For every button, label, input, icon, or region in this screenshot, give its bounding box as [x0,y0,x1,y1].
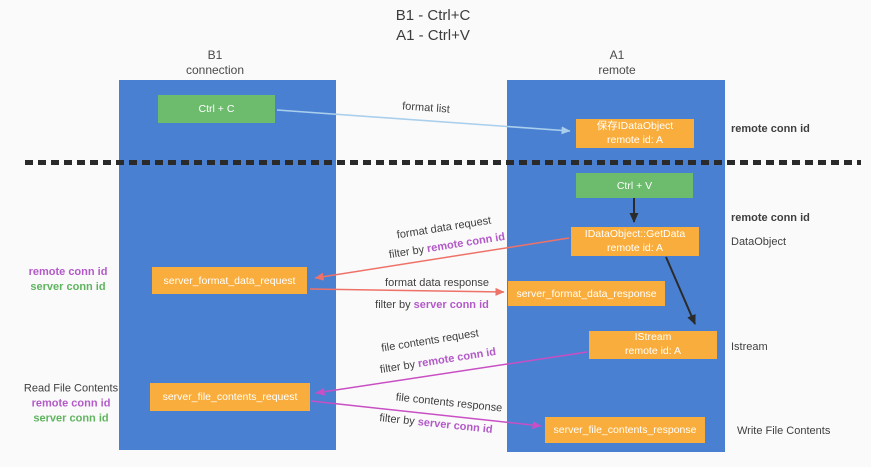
server-conn-id-text: server conn id [413,299,489,311]
ctrl-v-box: Ctrl + V [576,173,693,198]
istream-line1: IStream [634,331,672,344]
lifeline-b1-name: B1 [207,48,223,62]
idataobject-getdata-box: IDataObject::GetData remote id: A [571,227,699,256]
format-list-label: format list [401,100,451,116]
filter-by-text: filter by [379,358,420,377]
filter-by-text: filter by [388,243,429,262]
ctrl-c-box: Ctrl + C [158,95,275,123]
format-data-response-arrow [309,287,505,296]
server-format-data-request-label: server_format_data_request [163,274,296,287]
write-file-contents-label: Write File Contents [737,425,831,437]
left-format-conn-ids: remote conn id server conn id [29,265,108,295]
server-file-contents-request-box: server_file_contents_request [150,383,310,411]
istream-box: IStream remote id: A [589,331,717,359]
lifeline-header-b1: B1 connection [186,48,244,78]
server-conn-id-label: server conn id [33,412,109,425]
file-contents-response-label: file contents response [395,391,503,415]
remote-conn-id-label: remote conn id [31,397,111,410]
server-format-data-response-box: server_format_data_response [508,281,665,306]
right-getdata-conn-id-label: remote conn id [731,212,810,224]
server-conn-id-label: server conn id [30,281,106,293]
remote-conn-id-label: remote conn id [28,266,108,279]
filter-by-text: filter by [378,412,419,429]
ctrl-v-label: Ctrl + V [616,179,653,192]
format-data-response-label: format data response [385,277,489,289]
save-idataobject-line1: 保存IDataObject [596,119,674,132]
dataobject-label: DataObject [731,236,787,248]
server-file-contents-response-label: server_file_contents_response [553,424,697,436]
istream-side-label: Istream [731,341,768,353]
ctrl-c-label: Ctrl + C [198,103,235,115]
getdata-line2: remote id: A [606,241,664,254]
server-conn-id-text: server conn id [417,416,494,436]
title-line-1: B1 - Ctrl+C [395,7,471,24]
getdata-line1: IDataObject::GetData [584,227,686,240]
right-saved-conn-id-label: remote conn id [731,123,810,135]
diagram-title: B1 - Ctrl+C A1 - Ctrl+V [396,6,471,47]
filter-by-text: filter by [375,299,414,311]
remote-conn-id-text: remote conn id [417,345,497,371]
server-format-data-request-box: server_format_data_request [152,267,307,294]
lifeline-a1-role: remote [598,63,636,77]
save-idataobject-box: 保存IDataObject remote id: A [576,119,694,148]
server-format-data-response-label: server_format_data_response [516,287,657,300]
save-idataobject-line2: remote id: A [606,133,664,146]
server-file-contents-request-label: server_file_contents_request [162,391,298,403]
format-data-response-filter-label: filter by server conn id [375,299,489,311]
read-file-contents-label: Read File Contents [23,382,119,395]
lifeline-header-a1: A1 remote [598,48,635,78]
session-divider-dashed-line [25,160,861,165]
lifeline-b1-role: connection [185,63,245,77]
left-file-conn-ids: Read File Contents remote conn id server… [24,382,118,427]
server-file-contents-response-box: server_file_contents_response [545,417,705,443]
lifeline-a1-name: A1 [609,48,625,62]
istream-line2: remote id: A [624,345,682,357]
file-contents-response-filter-label: filter by server conn id [379,412,493,436]
title-line-2: A1 - Ctrl+V [396,27,470,45]
